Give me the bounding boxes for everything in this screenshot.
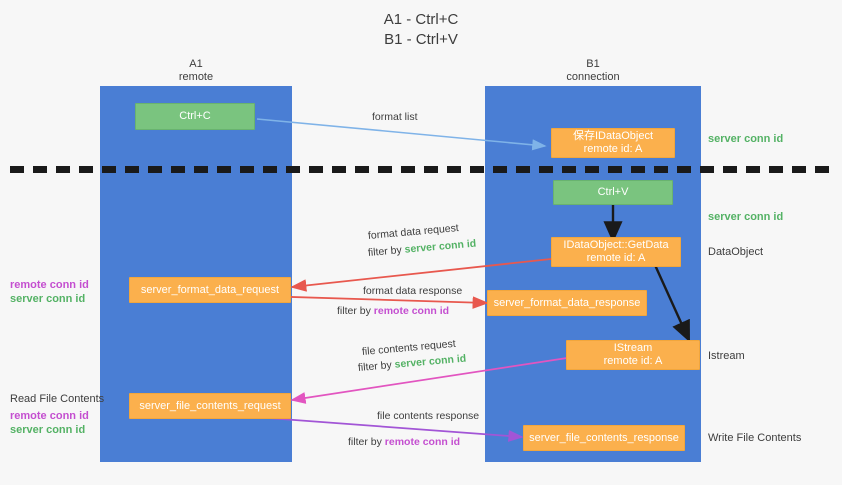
edge-caption-format-list: format list: [372, 111, 418, 123]
label-server-conn-id-1: server conn id: [10, 293, 86, 305]
label-dataobject: DataObject: [708, 246, 764, 258]
node-server-format-data-response[interactable]: server_format_data_response: [487, 290, 647, 316]
filter-prefix-1: filter by: [367, 243, 406, 259]
column-header-b1: B1 connection: [513, 58, 673, 84]
filter-prefix-4: filter by: [348, 436, 385, 448]
filter-prefix-3: filter by: [357, 358, 396, 374]
node-save-idataobject-remote-id: remote id: A: [583, 143, 643, 155]
edge-caption-format-data-response-filter: filter by remote conn id: [337, 304, 449, 318]
label-server-conn-id-2: server conn id: [10, 424, 86, 436]
node-server-file-contents-request[interactable]: server_file_contents_request: [129, 393, 291, 419]
label-write-file-contents: Write File Contents: [708, 432, 802, 444]
node-ctrl-v[interactable]: Ctrl+V: [553, 180, 673, 205]
node-idataobject-getdata-label: IDataObject::GetData: [563, 239, 669, 251]
node-idataobject-getdata-remote-id: remote id: A: [586, 252, 646, 264]
node-server-format-data-request-label: server_format_data_request: [140, 283, 280, 296]
label-server-conn-id-mid: server conn id: [708, 211, 784, 223]
node-idataobject-getdata[interactable]: IDataObject::GetData remote id: A: [551, 237, 681, 267]
column-header-b1-subtitle: connection: [566, 71, 620, 83]
node-istream[interactable]: IStream remote id: A: [566, 340, 700, 370]
node-save-idataobject-label: 保存IDataObject: [572, 130, 654, 142]
column-header-a1: A1 remote: [116, 58, 276, 84]
label-remote-conn-id-2: remote conn id: [10, 410, 89, 422]
column-header-a1-subtitle: remote: [178, 71, 214, 83]
node-save-idataobject[interactable]: 保存IDataObject remote id: A: [551, 128, 675, 158]
node-server-format-data-response-label: server_format_data_response: [493, 296, 641, 309]
page-title: A1 - Ctrl+C B1 - Ctrl+V: [383, 11, 459, 48]
node-istream-label: IStream: [613, 342, 653, 354]
label-istream: Istream: [708, 350, 745, 362]
edge-caption-file-contents-response-filter: filter by remote conn id: [348, 435, 460, 449]
section-divider: [10, 166, 832, 173]
edge-caption-format-data-response: format data response: [363, 285, 463, 297]
node-ctrl-c[interactable]: Ctrl+C: [135, 103, 255, 130]
edge-caption-file-contents-response: file contents response: [377, 410, 480, 422]
filter-key-4: remote conn id: [384, 436, 461, 448]
filter-prefix-2: filter by: [337, 305, 374, 317]
node-ctrl-v-label: Ctrl+V: [597, 186, 629, 198]
label-group-conn-ids-2: remote conn id server conn id: [10, 409, 89, 437]
label-remote-conn-id-1: remote conn id: [10, 279, 89, 291]
node-server-format-data-request[interactable]: server_format_data_request: [129, 277, 291, 303]
filter-key-1: server conn id: [404, 237, 477, 256]
filter-key-3: server conn id: [394, 352, 467, 371]
node-istream-remote-id: remote id: A: [603, 355, 663, 367]
node-ctrl-c-label: Ctrl+C: [179, 110, 211, 122]
filter-key-2: remote conn id: [373, 305, 450, 317]
label-group-conn-ids-1: remote conn id server conn id: [10, 278, 89, 306]
node-server-file-contents-request-label: server_file_contents_request: [139, 399, 281, 412]
column-header-a1-title: A1: [189, 58, 203, 70]
label-server-conn-id-top: server conn id: [708, 133, 784, 145]
label-read-file-contents: Read File Contents: [10, 393, 105, 405]
column-header-b1-title: B1: [586, 58, 600, 70]
node-server-file-contents-response[interactable]: server_file_contents_response: [523, 425, 685, 451]
node-server-file-contents-response-label: server_file_contents_response: [529, 431, 679, 444]
